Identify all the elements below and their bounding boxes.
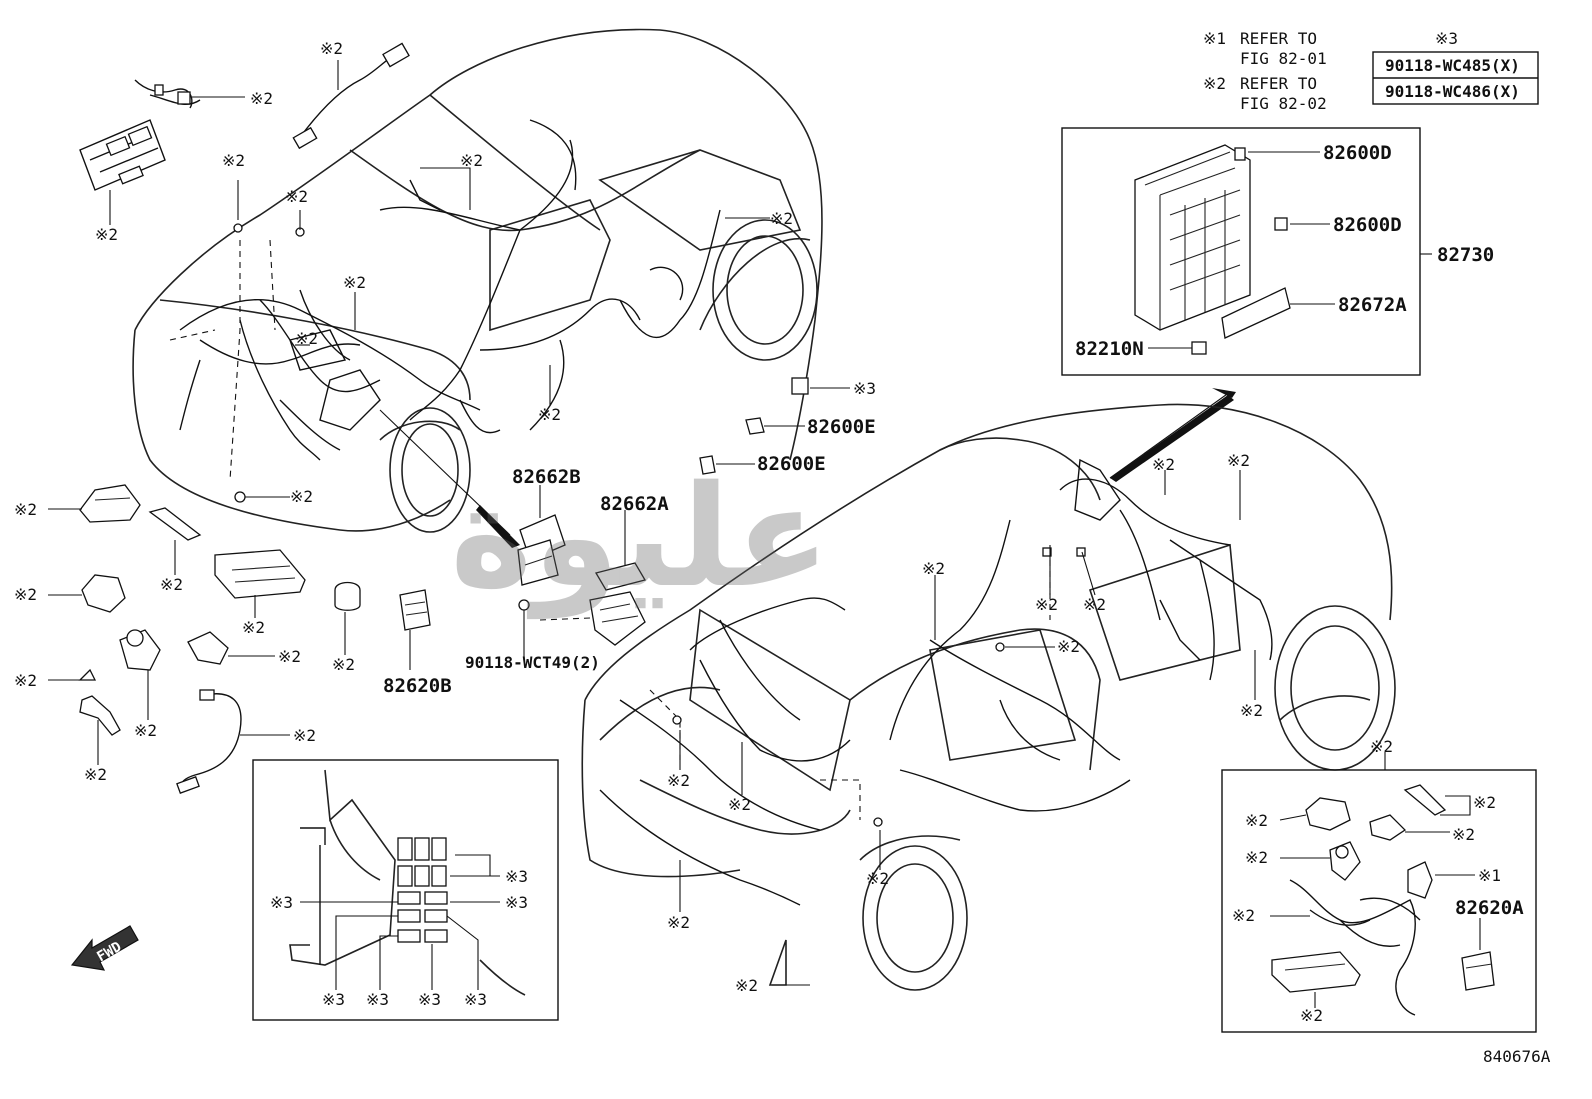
label-82600E-2: 82600E (757, 453, 826, 475)
fuse-detail-box (252, 759, 559, 1021)
fwd-arrow: FWD (70, 925, 139, 971)
callout: ※2 (1300, 1006, 1323, 1025)
note1-line1: REFER TO (1240, 29, 1317, 48)
label-82210N: 82210N (1075, 338, 1144, 360)
middle-relays (517, 377, 850, 660)
callout: ※2 (460, 151, 483, 170)
watermark: عليوة (450, 456, 830, 620)
callouts-n2: ※2 ※2 ※2 ※2 ※2 ※2 ※2 ※2 ※2 ※2 ※2 ※2 ※2 ※… (14, 39, 1496, 1025)
callout: ※3 (418, 990, 441, 1009)
callout: ※2 (14, 500, 37, 519)
callout: ※2 (667, 771, 690, 790)
label-82600E-1: 82600E (807, 416, 876, 438)
callout: ※2 (1240, 701, 1263, 720)
callout: ※3 (322, 990, 345, 1009)
callout: ※2 (1232, 906, 1255, 925)
note2-line1: REFER TO (1240, 74, 1317, 93)
label-82620B: 82620B (383, 675, 452, 697)
callouts-n3: ※3 ※3 ※3 ※3 ※3 ※3 ※3 ※3 (270, 379, 876, 1009)
callout: ※2 (84, 765, 107, 784)
note2-mark: ※2 (1203, 74, 1226, 93)
left-small-parts (78, 484, 431, 794)
label-82600D-2: 82600D (1333, 214, 1402, 236)
note2-line2: FIG 82-02 (1240, 94, 1327, 113)
front-small-parts (79, 42, 410, 191)
callout: ※2 (293, 726, 316, 745)
callout: ※3 (366, 990, 389, 1009)
callout: ※1 (1478, 866, 1501, 885)
callout: ※2 (735, 976, 758, 995)
label-82672A: 82672A (1338, 294, 1407, 316)
callout: ※2 (343, 273, 366, 292)
label-82730: 82730 (1437, 244, 1494, 266)
callout: ※2 (1245, 848, 1268, 867)
drawing-id: 840676A (1483, 1047, 1551, 1066)
callout: ※2 (1227, 451, 1250, 470)
callout: ※3 (464, 990, 487, 1009)
callout: ※3 (270, 893, 293, 912)
callout: ※2 (728, 795, 751, 814)
callout: ※2 (14, 671, 37, 690)
label-82620A: 82620A (1455, 897, 1524, 919)
callout: ※2 (1057, 637, 1080, 656)
callout: ※2 (278, 647, 301, 666)
note3-part1: 90118-WC485(X) (1385, 56, 1520, 75)
callout: ※2 (1245, 811, 1268, 830)
watermark-text: عليوة (450, 456, 830, 620)
ecu-detail-box (1061, 127, 1432, 482)
callout: ※2 (320, 39, 343, 58)
callout: ※3 (505, 893, 528, 912)
callout: ※2 (770, 209, 793, 228)
label-82662B: 82662B (512, 466, 581, 488)
rear-car-outline (581, 403, 1396, 991)
rear-parts-detail-box (1221, 769, 1537, 1033)
callout: ※2 (250, 89, 273, 108)
callout: ※2 (667, 913, 690, 932)
part-number-labels: 82600D 82600D 82730 82672A 82210N 82600E… (383, 142, 1551, 1066)
callout: ※2 (1370, 737, 1393, 756)
callout: ※2 (134, 721, 157, 740)
notes-block: ※1 REFER TO FIG 82-01 ※2 REFER TO FIG 82… (1203, 29, 1539, 113)
note1-line2: FIG 82-01 (1240, 49, 1327, 68)
callout: ※2 (866, 869, 889, 888)
callout: ※2 (242, 618, 265, 637)
callouts-n1: ※1 (1478, 866, 1501, 885)
callout: ※2 (1473, 793, 1496, 812)
callout: ※2 (1083, 595, 1106, 614)
callout: ※2 (538, 405, 561, 424)
callout: ※3 (853, 379, 876, 398)
front-harness (169, 119, 721, 548)
callout: ※2 (1452, 825, 1475, 844)
note3-mark: ※3 (1435, 29, 1458, 48)
callout: ※2 (160, 575, 183, 594)
callout: ※2 (295, 329, 318, 348)
callout: ※2 (290, 487, 313, 506)
front-car-outline (132, 28, 823, 533)
callout: ※2 (922, 559, 945, 578)
callout: ※2 (332, 655, 355, 674)
leader-lines (48, 60, 1481, 1008)
label-82662A: 82662A (600, 493, 669, 515)
rear-harness (599, 458, 1273, 986)
note3-part2: 90118-WC486(X) (1385, 82, 1520, 101)
callout: ※2 (1035, 595, 1058, 614)
label-82600D-1: 82600D (1323, 142, 1392, 164)
callout: ※2 (222, 151, 245, 170)
callout: ※2 (1152, 455, 1175, 474)
note1-mark: ※1 (1203, 29, 1226, 48)
callout: ※3 (505, 867, 528, 886)
callout: ※2 (285, 187, 308, 206)
callout: ※2 (14, 585, 37, 604)
label-90118-WCT49: 90118-WCT49(2) (465, 653, 600, 672)
callout: ※2 (95, 225, 118, 244)
